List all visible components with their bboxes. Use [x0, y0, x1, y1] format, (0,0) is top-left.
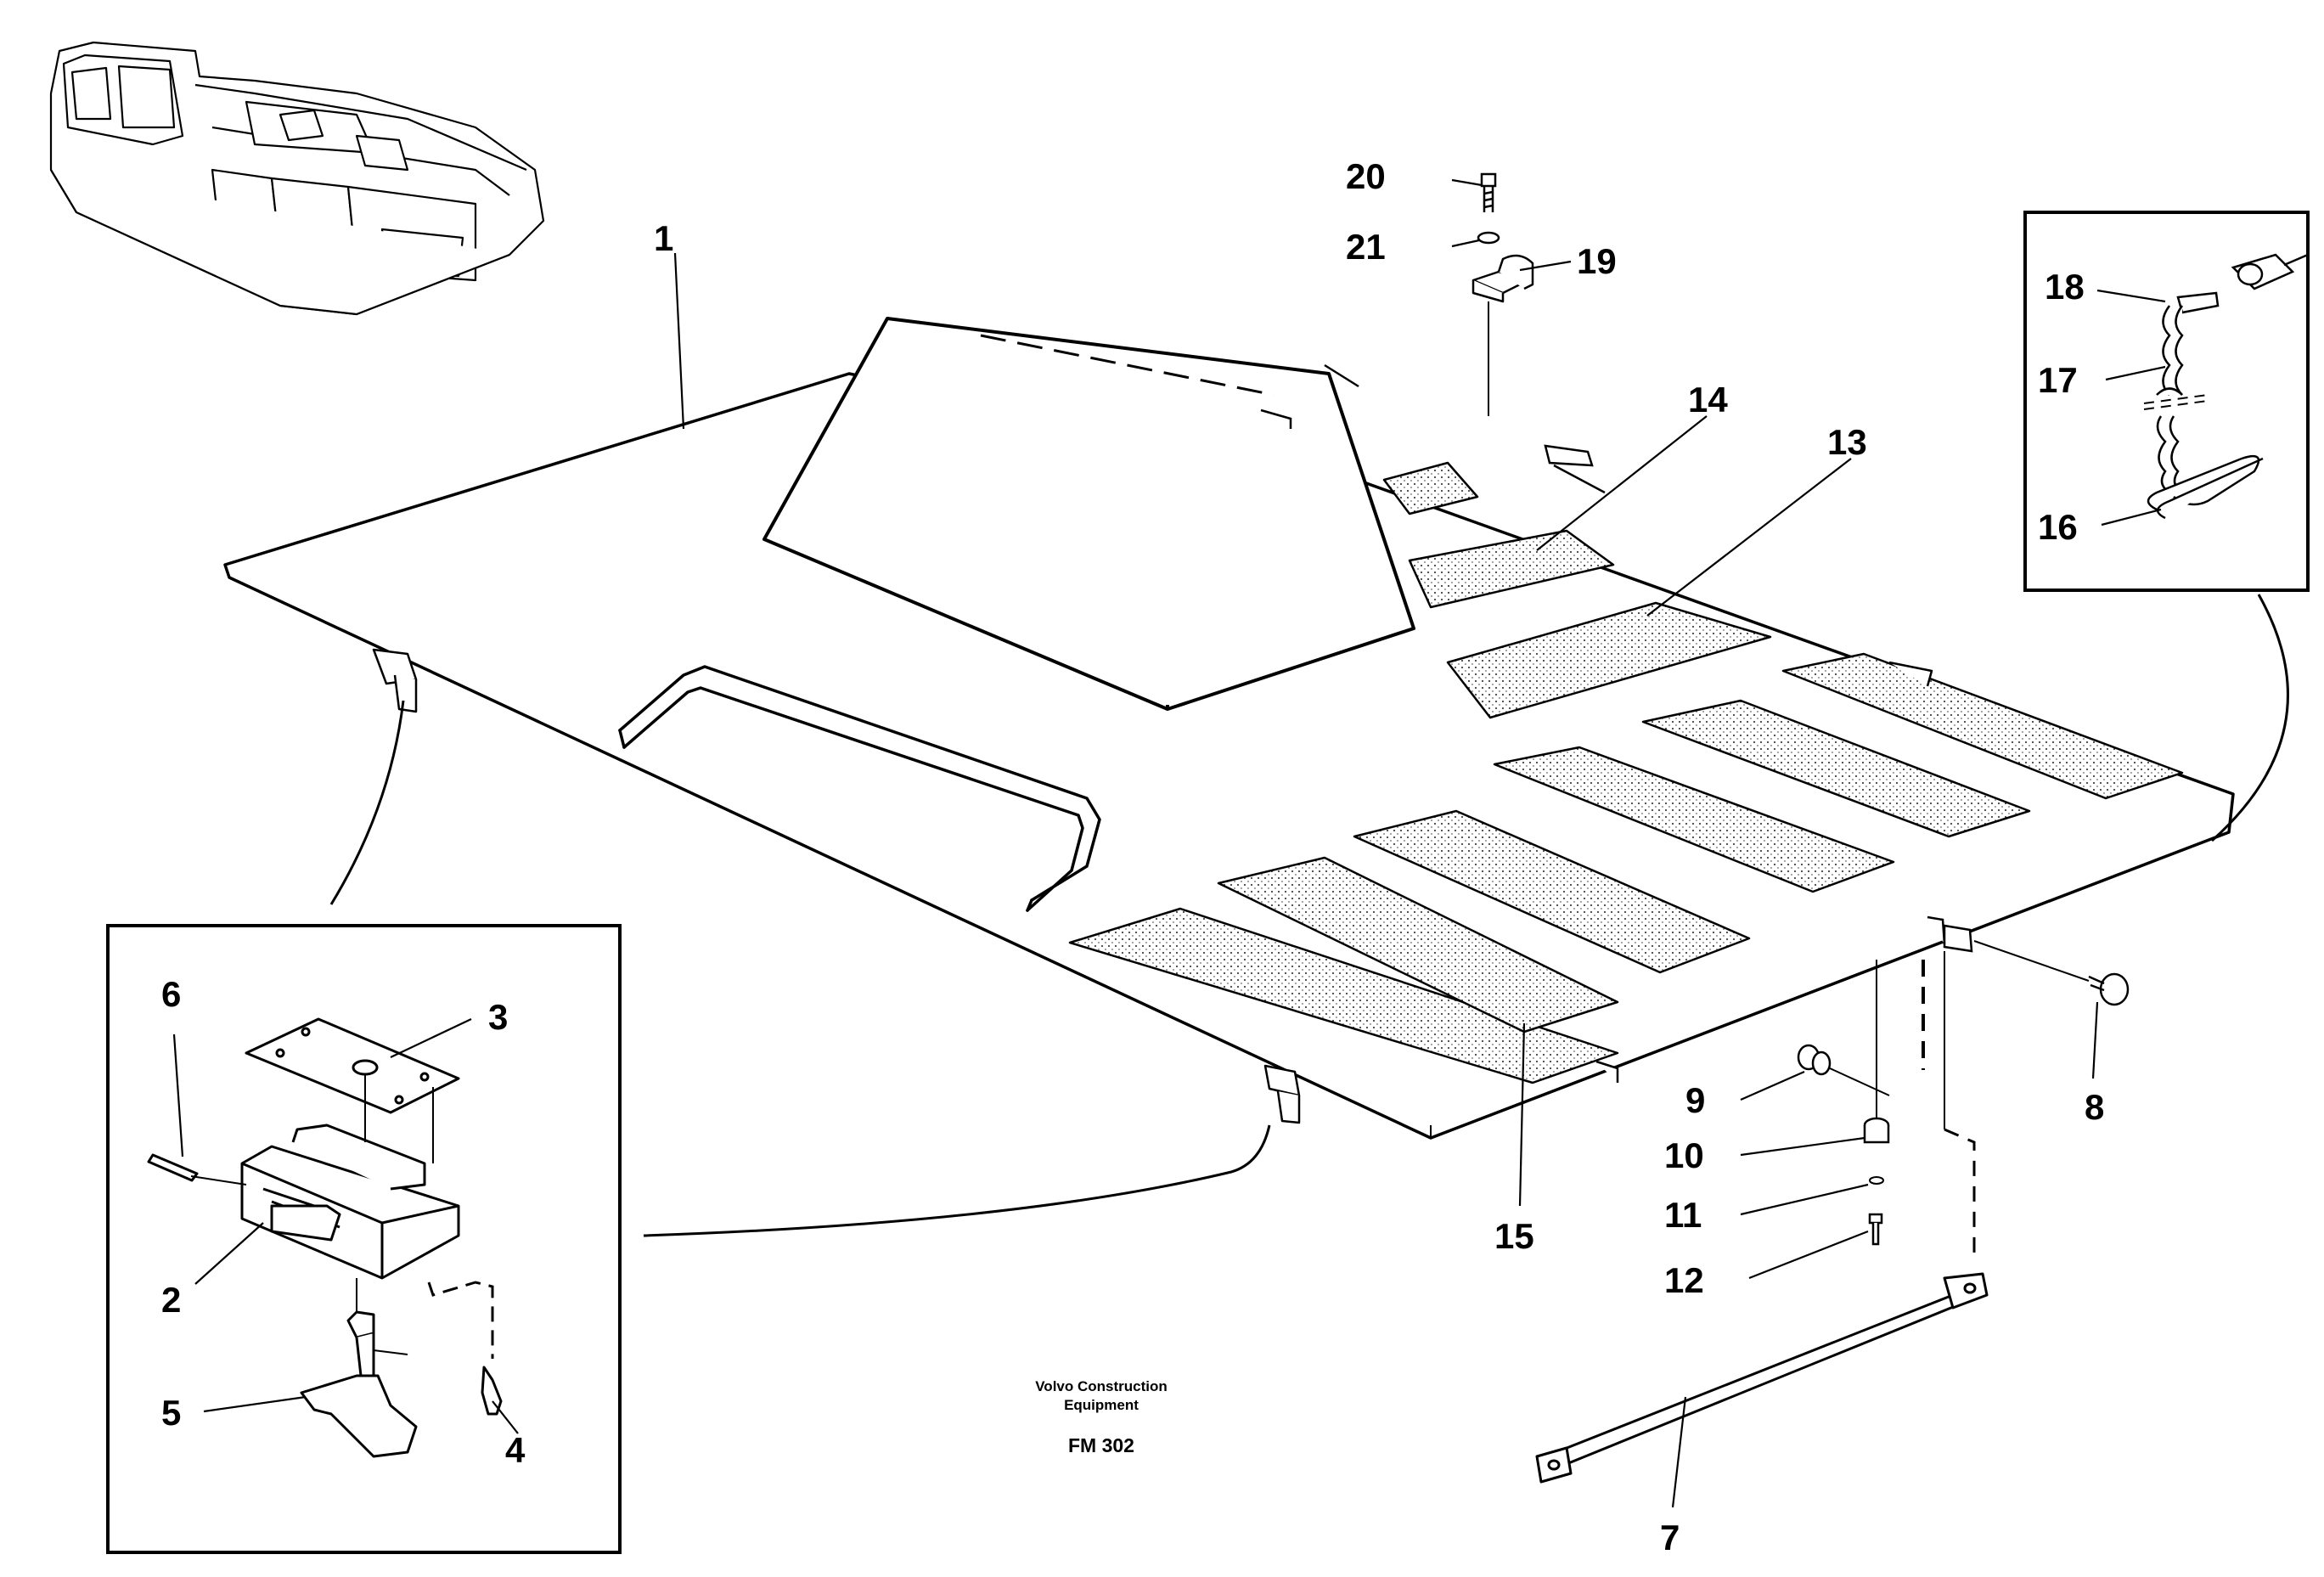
screw-12	[1868, 1213, 1883, 1246]
callout-6: 6	[161, 974, 181, 1014]
anti-slip-strips	[1068, 461, 2184, 1084]
anti-slip-strip	[1217, 856, 1619, 1033]
anti-slip-strip	[1068, 907, 1619, 1084]
callout-10: 10	[1664, 1135, 1704, 1175]
callout-1: 1	[654, 218, 673, 258]
bracket-19	[1471, 254, 1534, 303]
detail-box-chain	[2023, 211, 2310, 842]
callout-numbers: 1 2 3 4 5 6 7 8 9 10 11 12 13 14 15 16 1…	[161, 156, 2104, 1557]
anti-slip-strip	[1382, 461, 1479, 515]
brand-line-2: Equipment	[1064, 1397, 1139, 1413]
bushing-9	[1797, 1044, 1832, 1076]
callout-12: 12	[1664, 1260, 1704, 1300]
callout-3: 3	[488, 997, 508, 1037]
hand-rail	[618, 665, 1101, 912]
anti-slip-strip	[1493, 746, 1895, 893]
figure-code: FM 302	[1068, 1434, 1134, 1456]
knob-8	[2088, 972, 2130, 1006]
stay-rod-7	[1535, 1272, 1989, 1484]
plate-hinges	[372, 648, 1933, 1124]
bolt-20	[1480, 172, 1497, 212]
anti-slip-strip	[1408, 529, 1615, 609]
callout-7: 7	[1660, 1518, 1680, 1557]
seat-base-box	[762, 317, 1415, 711]
brand-line-1: Volvo Construction	[1035, 1378, 1168, 1394]
callout-21: 21	[1346, 227, 1386, 267]
anti-slip-strip	[1353, 809, 1751, 974]
callout-20: 20	[1346, 156, 1386, 196]
callout-4: 4	[505, 1430, 526, 1470]
callout-18: 18	[2045, 267, 2085, 307]
callout-15: 15	[1494, 1216, 1534, 1256]
callout-14: 14	[1688, 380, 1728, 420]
detail-box-latch	[106, 700, 1271, 1554]
frame-pin	[1260, 408, 1606, 494]
callout-9: 9	[1685, 1080, 1705, 1120]
callout-8: 8	[2085, 1087, 2104, 1127]
anti-slip-strip	[1781, 652, 2184, 800]
anti-slip-strip	[1446, 601, 1772, 719]
spacer-10	[1863, 1117, 1890, 1144]
callout-2: 2	[161, 1280, 181, 1320]
bracket-right	[1927, 915, 1973, 953]
anti-slip-strip	[1641, 699, 2031, 838]
machine-overview-thumbnail	[49, 41, 545, 316]
leader-lines	[172, 178, 2166, 1508]
callout-11: 11	[1664, 1195, 1702, 1235]
callout-5: 5	[161, 1393, 181, 1433]
washer-21	[1477, 231, 1500, 245]
callout-13: 13	[1827, 422, 1867, 462]
callout-17: 17	[2038, 360, 2078, 400]
washer-11	[1869, 1176, 1884, 1185]
figure-caption: Volvo Construction Equipment FM 302	[1035, 1378, 1168, 1456]
callout-19: 19	[1577, 241, 1617, 281]
callout-16: 16	[2038, 507, 2078, 547]
